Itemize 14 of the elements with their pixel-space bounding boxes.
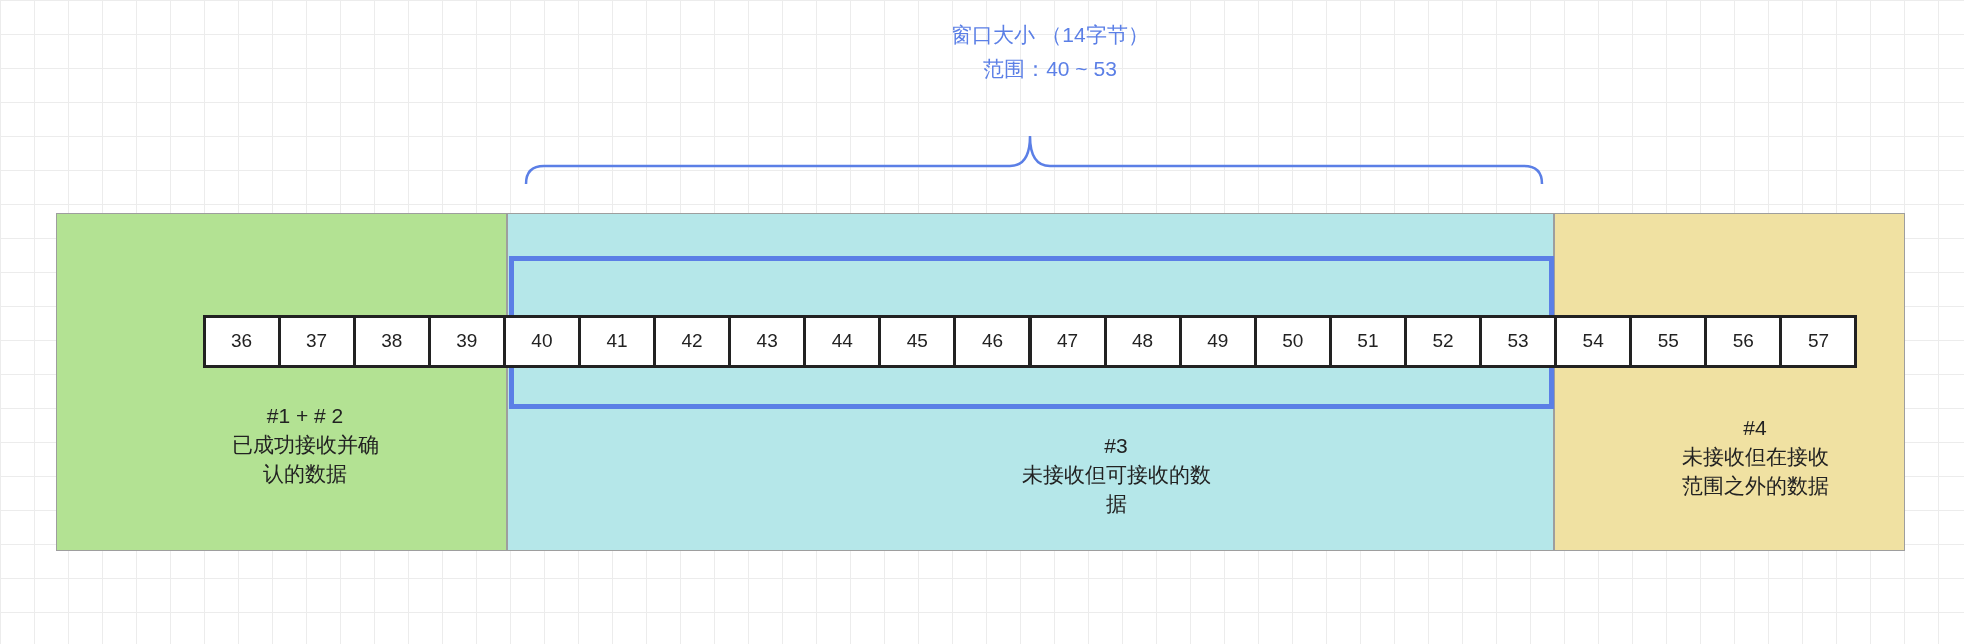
region-label: #1 + # 2	[266, 403, 344, 429]
region-label: #4	[1743, 415, 1767, 441]
byte-cell: 36	[202, 315, 281, 368]
byte-cell: 47	[1028, 315, 1107, 368]
region-label: 未接收但在接收范围之外的数据	[1680, 444, 1830, 499]
window-annotation: 窗口大小 （14字节）	[951, 22, 1149, 48]
region-label: 未接收但可接收的数据	[1021, 462, 1211, 517]
region-band	[1554, 213, 1905, 551]
region-label: 已成功接收并确认的数据	[230, 432, 380, 487]
byte-cell: 57	[1779, 315, 1858, 368]
region-band	[56, 213, 507, 551]
window-annotation: 范围：40 ~ 53	[983, 56, 1117, 82]
region-label: #3	[1104, 433, 1128, 459]
byte-cell: 46	[953, 315, 1032, 368]
